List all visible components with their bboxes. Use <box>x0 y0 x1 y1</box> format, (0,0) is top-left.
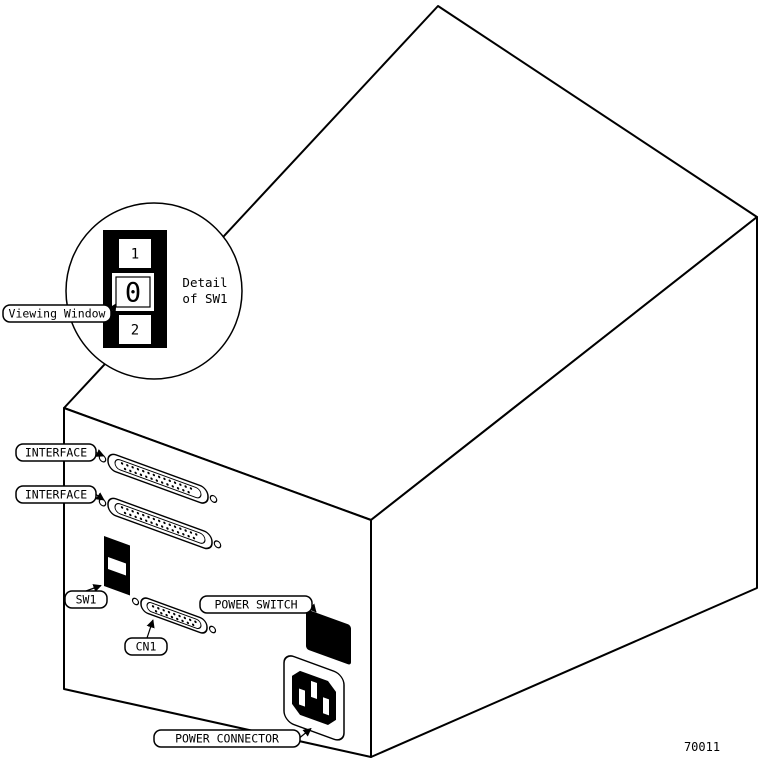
sw1-digit-bottom: 2 <box>131 323 139 339</box>
sw1-digit-middle: 0 <box>125 278 141 309</box>
cn1-pin-row <box>151 605 199 624</box>
sw1-detail-window-top <box>119 239 151 268</box>
figure-number: 70011 <box>684 740 720 754</box>
label-box-power-connector <box>153 729 301 748</box>
label-box-viewing-window <box>2 304 112 323</box>
mounting-hole <box>131 597 140 606</box>
label-box-interface-top <box>15 443 97 462</box>
label-cn1: CN1 <box>136 640 157 654</box>
mounting-hole <box>209 494 218 503</box>
interface-connector-top-pin-row <box>120 462 198 492</box>
detail-balloon: 1 0 2 Detail of SW1 <box>65 202 243 380</box>
leader-line <box>95 449 105 457</box>
power-connector <box>283 655 345 741</box>
leader-line <box>299 727 312 738</box>
callout-power-switch: POWER SWITCH <box>199 595 317 614</box>
interface-connector-bottom-body <box>107 497 213 550</box>
sw1-detail-window-middle-frame <box>115 276 151 308</box>
sw1-digit-top: 1 <box>131 247 139 263</box>
label-box-power-switch <box>199 595 313 614</box>
detail-note-line1: Detail <box>182 275 227 290</box>
mounting-hole <box>213 540 222 549</box>
interface-connector-bottom-inner <box>114 503 206 544</box>
callout-cn1: CN1 <box>124 619 168 656</box>
label-viewing-window: Viewing Window <box>9 307 106 321</box>
callout-sw1: SW1 <box>64 584 108 609</box>
sw1-switch <box>104 536 130 596</box>
label-power-switch: POWER SWITCH <box>214 598 297 612</box>
power-switch-rocker <box>306 609 351 665</box>
power-inlet-pin <box>323 697 329 716</box>
callout-viewing-window: Viewing Window <box>2 303 117 323</box>
interface-connector-top-pin-row <box>123 467 195 495</box>
device-box <box>63 5 758 758</box>
label-box-cn1 <box>124 637 168 656</box>
sw1-detail: 1 0 2 <box>103 230 167 348</box>
leader-line <box>85 584 102 593</box>
interface-connector-top-inner <box>114 459 202 499</box>
interface-connector-bottom <box>98 497 222 550</box>
label-power-connector: POWER CONNECTOR <box>175 732 279 746</box>
leader-line <box>95 492 105 501</box>
power-inlet-ground-pin <box>311 680 317 700</box>
interface-connector-bottom-pin-row <box>123 511 199 541</box>
power-switch <box>306 609 351 665</box>
callout-interface-bottom: INTERFACE <box>15 485 105 504</box>
detail-note-line2: of SW1 <box>182 291 227 306</box>
cn1-connector-body <box>140 597 208 634</box>
leader-line <box>108 303 117 313</box>
label-box-sw1 <box>64 590 108 609</box>
sw1-switch-window <box>107 555 127 577</box>
cn1-connector-inner <box>146 602 202 630</box>
sw1-detail-window-bottom <box>119 315 151 344</box>
callout-interface-top: INTERFACE <box>15 443 105 462</box>
label-sw1: SW1 <box>76 593 97 607</box>
power-inlet-pin <box>299 688 305 707</box>
leader-line <box>146 619 155 639</box>
label-interface-bottom: INTERFACE <box>25 488 87 502</box>
mounting-hole <box>208 625 217 634</box>
cn1-connector <box>131 597 217 634</box>
label-box-interface-bottom <box>15 485 97 504</box>
label-interface-top: INTERFACE <box>25 446 87 460</box>
cn1-pin-row <box>154 610 196 627</box>
callout-power-connector: POWER CONNECTOR <box>153 727 312 748</box>
